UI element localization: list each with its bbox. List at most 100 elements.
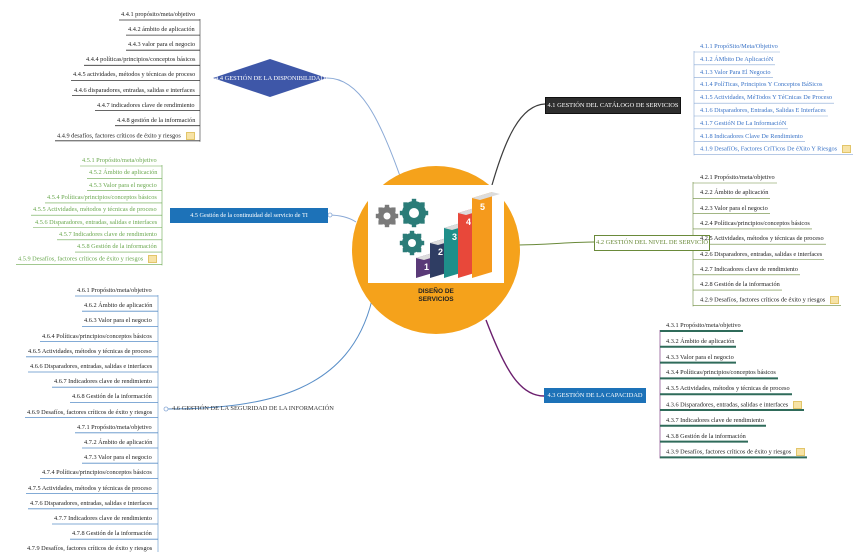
availability-leaf-item[interactable]: 4.4.5 actividades, métodos y técnicas de… [73,71,195,79]
availability-leaf-item[interactable]: 4.4.2 ámbito de aplicación [128,26,195,34]
security-leaf-label: 4.6.6 Disparadores, entradas, salidas e … [30,363,153,370]
security-leaf-item[interactable]: 4.6.6 Disparadores, entradas, salidas e … [30,363,152,371]
continuity-collapse-handle[interactable] [327,212,333,218]
security-leaf-item[interactable]: 4.6.7 Indicadores clave de rendimiento [54,378,152,386]
level-leaf-label: 4.2.7 Indicadores clave de rendimiento [700,265,798,273]
continuity-leaf-item[interactable]: 4.5.8 Gestión de la información [77,243,157,251]
security-leaf-label: 4.7.2 Ámbito de aplicación [84,439,153,446]
note-icon[interactable] [796,448,806,457]
continuity-leaf-item[interactable]: 4.5.3 Valor para el negocio [89,182,157,190]
security-leaf-item[interactable]: 4.6.8 Gestión de la información [72,393,152,401]
security-leaf-item[interactable]: 4.7.3 Valor para el negocio [84,454,152,462]
security-leaf-item[interactable]: 4.7.9 Desafíos, factores críticos de éxi… [27,545,152,553]
security-leaf-item[interactable]: 4.6.3 Valor para el negocio [84,317,152,325]
continuity-leaf-item[interactable]: 4.5.1 Propósito/meta/objetivo [82,157,157,165]
availability-leaf-label: 4.4.5 actividades, métodos y técnicas de… [73,71,196,79]
security-leaf-item[interactable]: 4.7.2 Ámbito de aplicación [84,439,152,447]
level-leaf-item[interactable]: 4.2.5 Actividades, métodos y técnicas de… [700,235,824,243]
availability-node[interactable]: 4.4 GESTIÓN DE LA DISPONIBILIDAD [213,71,327,86]
security-leaf-item[interactable]: 4.7.7 Indicadores clave de rendimiento [54,515,152,523]
capacity-node-label: 4.3 GESTIÓN DE LA CAPACIDAD [547,392,643,399]
continuity-leaf-item[interactable]: 4.5.4 Políticas/principios/conceptos bás… [47,194,157,202]
catalog-leaf-item[interactable]: 4.1.6 Disparadores, Entradas, Salidas E … [700,107,826,115]
capacity-leaf-item[interactable]: 4.3.4 Políticas/principios/conceptos bás… [666,369,776,377]
level-leaf-label: 4.2.5 Actividades, métodos y técnicas de… [700,235,824,243]
availability-leaf-item[interactable]: 4.4.7 indicadores clave de rendimiento [97,102,195,110]
gear-tooth [403,202,408,207]
security-leaf-item[interactable]: 4.7.6 Disparadores, entradas, salidas e … [30,500,152,508]
continuity-node[interactable]: 4.5 Gestión de la continuidad del servic… [170,208,328,223]
catalog-leaf-item[interactable]: 4.1.4 PolíTicas, Principios Y Conceptos … [700,81,822,89]
capacity-leaf-item[interactable]: 4.3.5 Actividades, métodos y técnicas de… [666,385,790,393]
continuity-leaf-item[interactable]: 4.5.9 Desafíos, factores críticos de éxi… [18,255,158,264]
security-leaf-label: 4.6.5 Actividades, métodos y técnicas de… [28,347,152,355]
capacity-leaf-label: 4.3.6 Disparadores, entradas, salidas e … [666,401,789,409]
availability-leaf-label: 4.4.6 disparadores, entradas, salidas e … [74,86,195,94]
capacity-leaf-item[interactable]: 4.3.6 Disparadores, entradas, salidas e … [666,401,803,409]
note-icon[interactable] [148,255,158,264]
availability-leaf-item[interactable]: 4.4.6 disparadores, entradas, salidas e … [74,87,195,95]
security-leaf-item[interactable]: 4.7.8 Gestión de la información [72,530,152,538]
catalog-leaf-item[interactable]: 4.1.9 DesafíOs, Factores CríTicos De éXi… [700,145,852,154]
capacity-leaf-label: 4.3.5 Actividades, métodos y técnicas de… [666,385,790,393]
capacity-leaf-item[interactable]: 4.3.7 Indicadores clave de rendimiento [666,417,764,425]
security-leaf-item[interactable]: 4.7.4 Políticas/principios/conceptos bás… [42,469,152,477]
catalog-leaf-item[interactable]: 4.1.2 ÁMbito De AplicacióN [700,56,773,64]
security-node[interactable]: 4.6 GESTIÓN DE LA SEGURIDAD DE LA INFORM… [172,405,334,413]
note-icon[interactable] [185,131,195,140]
availability-leaf-label: 4.4.7 indicadores clave de rendimiento [97,101,195,109]
continuity-leaf-label: 4.5.7 Indicadores clave de rendimiento [59,230,157,238]
capacity-leaf-item[interactable]: 4.3.2 Ámbito de aplicación [666,338,734,346]
level-leaf-item[interactable]: 4.2.3 Valor para el negocio [700,205,768,213]
gear-tooth [402,247,408,253]
catalog-leaf-item[interactable]: 4.1.5 Actividades, MéTodos Y TéCnicas De… [700,94,832,102]
continuity-leaf-item[interactable]: 4.5.5 Actividades, métodos y técnicas de… [33,206,157,214]
note-icon[interactable] [842,145,852,154]
security-leaf-item[interactable]: 4.6.1 Propósito/meta/objetivo [77,287,152,295]
security-leaf-item[interactable]: 4.6.5 Actividades, métodos y técnicas de… [28,348,152,356]
continuity-leaf-item[interactable]: 4.5.6 Disparadores, entradas, salidas e … [35,219,157,227]
availability-leaf-item[interactable]: 4.4.1 propósito/meta/objetivo [121,11,195,19]
level-node[interactable]: 4.2 GESTIÓN DEL NIVEL DE SERVICIO [594,235,710,251]
catalog-leaf-item[interactable]: 4.1.7 GestióN De La InformacióN [700,120,786,128]
security-leaf-item[interactable]: 4.6.2 Ámbito de aplicación [84,302,152,310]
level-leaf-item[interactable]: 4.2.2 Ámbito de aplicación [700,189,768,197]
capacity-node[interactable]: 4.3 GESTIÓN DE LA CAPACIDAD [544,388,646,403]
level-leaf-item[interactable]: 4.2.4 Políticas/principios/conceptos bás… [700,220,810,228]
level-leaf-item[interactable]: 4.2.1 Propósito/meta/objetivo [700,174,775,182]
security-leaf-label: 4.6.1 Propósito/meta/objetivo [77,287,152,294]
continuity-leaf-label: 4.5.5 Actividades, métodos y técnicas de… [33,206,157,214]
level-leaf-item[interactable]: 4.2.6 Disparadores, entradas, salidas e … [700,251,822,259]
continuity-leaf-item[interactable]: 4.5.7 Indicadores clave de rendimiento [59,231,157,239]
catalog-leaf-item[interactable]: 4.1.8 Indicadores Clave De Rendimiento [700,133,803,141]
security-leaf-item[interactable]: 4.6.9 Desafíos, factores críticos de éxi… [27,409,152,417]
security-leaf-item[interactable]: 4.6.4 Políticas/principios/conceptos bás… [42,333,152,341]
note-icon[interactable] [793,401,803,409]
security-collapse-handle[interactable] [163,406,169,412]
catalog-node[interactable]: 4.1 GESTIÓN DEL CATÁLOGO DE SERVICIOS [545,97,681,114]
continuity-leaf-item[interactable]: 4.5.2 Ámbito de aplicación [89,169,157,177]
availability-leaf-item[interactable]: 4.4.3 valor para el negocio [128,41,195,49]
stair-step-number: 3 [452,232,457,242]
note-icon[interactable] [830,296,840,305]
availability-leaf-label: 4.4.9 desafíos, factores críticos de éxi… [57,132,181,140]
catalog-leaf-label: 4.1.7 GestióN De La InformacióN [700,119,787,127]
capacity-leaf-item[interactable]: 4.3.8 Gestión de la información [666,433,746,441]
capacity-leaf-item[interactable]: 4.3.3 Valor para el negocio [666,354,734,362]
availability-node-shape[interactable] [213,59,327,97]
security-leaf-item[interactable]: 4.7.5 Actividades, métodos y técnicas de… [28,485,152,493]
availability-leaf-item[interactable]: 4.4.9 desafíos, factores críticos de éxi… [57,131,195,140]
capacity-leaf-item[interactable]: 4.3.9 Desafíos, factores críticos de éxi… [666,448,806,457]
availability-leaf-label: 4.4.8 gestión de la información [117,116,196,124]
availability-leaf-item[interactable]: 4.4.8 gestión de la información [117,117,195,125]
level-leaf-item[interactable]: 4.2.9 Desafíos, factores críticos de éxi… [700,296,840,305]
capacity-leaf-item[interactable]: 4.3.1 Propósito/meta/objetivo [666,322,741,330]
level-leaf-item[interactable]: 4.2.8 Gestión de la información [700,281,780,289]
catalog-leaf-item[interactable]: 4.1.3 Valor Para El Negocio [700,69,771,77]
security-leaf-item[interactable]: 4.7.1 Propósito/meta/objetivo [77,424,152,432]
level-leaf-item[interactable]: 4.2.7 Indicadores clave de rendimiento [700,266,798,274]
catalog-leaf-item[interactable]: 4.1.1 PropóSito/Meta/Objetivo [700,43,778,51]
capacity-branch-line [485,319,545,397]
availability-leaf-item[interactable]: 4.4.4 políticas/principios/conceptos bás… [86,56,195,64]
